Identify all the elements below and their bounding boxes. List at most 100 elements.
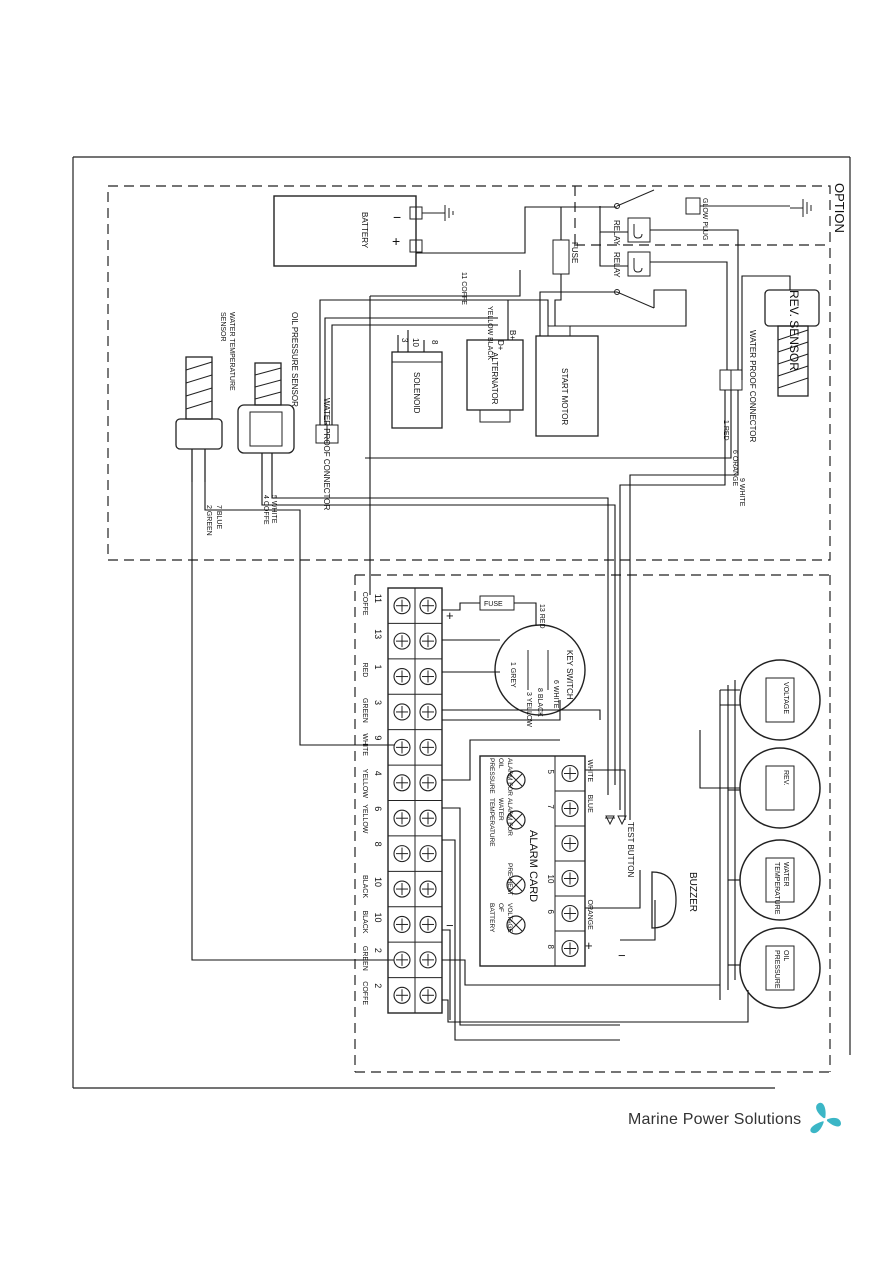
terminal-wire-color: YELLOW xyxy=(361,804,368,834)
alarm-terminal-number: 6 xyxy=(546,910,555,915)
key-switch: KEY SWITCH 13 RED 1 GREY 6 WHITE 8 BLACK… xyxy=(494,604,586,727)
terminal-number: 13 xyxy=(373,629,383,639)
test-button-label: TEST BUTTON xyxy=(626,822,635,877)
relay-2-label: RELAY xyxy=(612,252,621,278)
wire-label-white-5: 5 WHITE xyxy=(270,495,277,524)
gauge-face xyxy=(765,677,795,723)
gauge-dial xyxy=(739,747,821,829)
brand-logo-icon xyxy=(810,1102,842,1134)
buzzer-label: BUZZER xyxy=(687,872,698,912)
terminal-number: 8 xyxy=(373,842,383,847)
gauge-face xyxy=(765,945,795,991)
wire-label-blue-7: 7 BLUE xyxy=(215,505,222,529)
water-temperature-sensor: WATER TEMPERATURE SENSOR xyxy=(175,312,235,482)
wire-label-red-13: 13 RED xyxy=(538,604,545,629)
alarm-terminal-color: WHITE xyxy=(586,760,593,783)
start-motor-label: START MOTOR xyxy=(560,368,569,425)
oil-pressure-sensor-label: OIL PRESSURE SENSOR xyxy=(290,312,299,407)
battery-plus-sign: + xyxy=(392,233,400,249)
solenoid: SOLENOID xyxy=(391,351,443,429)
relay-1-label: RELAY xyxy=(612,220,621,246)
buzzer: BUZZER − + − xyxy=(446,871,698,963)
terminal-wire-color: COFFE xyxy=(361,592,368,616)
alarm-lamp-label: VOLTAGE xyxy=(506,903,513,933)
gauge-label: WATER xyxy=(782,862,789,887)
terminal-number: 2 xyxy=(373,983,383,988)
wire-label-coffe-4: 4 COFFE xyxy=(262,495,269,525)
terminal-wire-color: GREEN xyxy=(361,698,368,723)
alarm-lamp-icon xyxy=(506,915,526,935)
gauge-face xyxy=(765,765,795,811)
wire-label-green-2: 2 GREEN xyxy=(205,505,212,536)
alarm-card-label: ALARM CARD xyxy=(527,830,539,902)
water-proof-connector-right-label: WATER PROOF CONNECTOR xyxy=(748,330,757,443)
wire-label-grey-1: 1 GREY xyxy=(509,662,516,688)
alarm-lamp-label: WATER xyxy=(497,798,504,821)
battery-label: BATTERY xyxy=(360,212,369,249)
terminal-number: 2 xyxy=(373,948,383,953)
engine-wires xyxy=(191,206,791,961)
key-switch-label: KEY SWITCH xyxy=(565,650,574,700)
fuse-top-label: FUSE xyxy=(570,242,579,263)
terminal-wire-color: YELLOW xyxy=(361,769,368,799)
alternator-label: ALTERNATOR xyxy=(490,352,499,405)
terminal-number: 11 xyxy=(373,594,383,603)
terminal-wire-color: BLACK xyxy=(361,910,368,933)
wire-label-black-8: 8 BLACK xyxy=(536,688,543,717)
alarm-lamp-icon xyxy=(506,875,526,895)
terminal-minus-sign: − xyxy=(446,918,454,933)
test-button: TEST BUTTON xyxy=(605,815,635,877)
water-proof-connector-left: WATER PROOF CONNECTOR xyxy=(315,398,339,511)
gauge-face xyxy=(765,857,795,903)
alternator-d-plus: D+ xyxy=(496,340,505,351)
terminal-wire-color: WHITE xyxy=(361,733,368,756)
water-temp-sensor-label-2: SENSOR xyxy=(219,312,226,342)
wire-label-white-9: 9 WHITE xyxy=(738,478,745,507)
alarm-terminal-number: 5 xyxy=(546,770,555,775)
alarm-lamp-label: PRESSURE xyxy=(488,758,495,794)
wire-label-yellow-black: YELLOW BLACK xyxy=(486,306,493,360)
gauge-dial xyxy=(739,839,821,921)
start-motor: START MOTOR xyxy=(535,325,599,437)
terminal-number: 10 xyxy=(373,912,383,922)
fuse-plus-sign: + xyxy=(446,608,454,623)
panel-wires xyxy=(442,602,749,1041)
gauge-label: OIL xyxy=(782,950,789,961)
terminal-number: 9 xyxy=(373,735,383,740)
engine-section-box xyxy=(107,185,831,561)
terminal-number: 1 xyxy=(373,665,383,670)
gauge-label: PRESSURE xyxy=(773,950,780,989)
battery-minus-sign: − xyxy=(393,209,401,225)
alarm-lamp-icon xyxy=(506,810,526,830)
alarm-lamp-label: OF xyxy=(497,903,504,912)
option-label: OPTION xyxy=(832,183,847,233)
water-temp-sensor-label-1: WATER TEMPERATURE xyxy=(228,312,235,391)
rev-sensor-label: REV. SENSOR xyxy=(787,290,801,371)
terminal-block xyxy=(387,587,443,1014)
alarm-lamp-cross xyxy=(509,773,523,787)
alarm-lamp-label: ALARM FOR xyxy=(506,758,513,796)
terminal-number: 4 xyxy=(373,771,383,776)
alarm-terminal-color: BLUE xyxy=(586,795,593,814)
wire-label-white-6: 6 WHITE xyxy=(552,680,559,709)
alternator-b-plus: B+ xyxy=(508,330,517,340)
glow-plug: GLOW PLUG xyxy=(685,197,790,240)
alarm-lamp-label: OIL xyxy=(497,758,504,769)
fuse-key-label: FUSE xyxy=(484,601,503,608)
footer: Marine Power Solutions xyxy=(628,1102,845,1136)
gauge-label: TEMPERATURE xyxy=(773,862,780,915)
alarm-terminal-color: ORANGE xyxy=(586,900,593,931)
gauge-label: VOLTAGE xyxy=(782,682,789,714)
wire-label-8: 8 xyxy=(430,340,439,345)
alternator: ALTERNATOR B+ D+ xyxy=(466,330,524,423)
alarm-lamp-cross xyxy=(509,918,523,932)
panel-section-box xyxy=(354,574,831,1073)
wire-label-3: 3 xyxy=(400,338,409,343)
alarm-terminal-number: 7 xyxy=(546,805,555,810)
terminal-wire-color: COFFE xyxy=(361,981,368,1005)
wire-label-orange-6: 6 ORANGE xyxy=(731,450,738,487)
terminal-number: 10 xyxy=(373,877,383,887)
alarm-terminal-number: 8 xyxy=(546,945,555,950)
wire-label-coffe-11: 11 COFFE xyxy=(460,272,467,305)
